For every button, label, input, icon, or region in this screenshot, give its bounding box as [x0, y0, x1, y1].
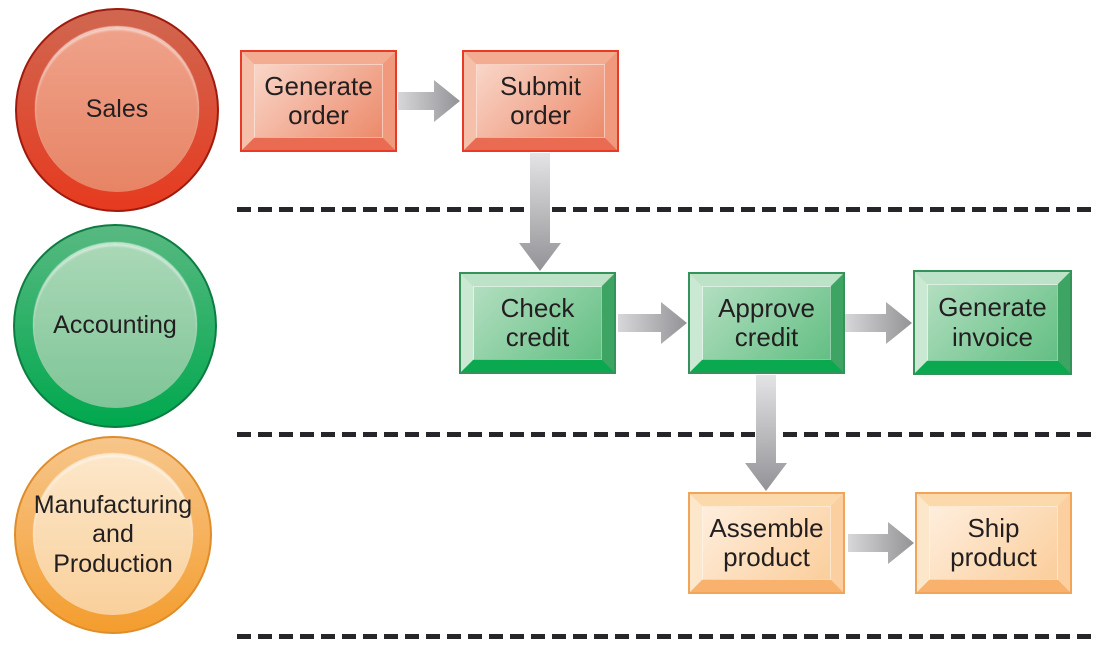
- step-submit-order: Submit order: [462, 50, 619, 152]
- step-bevel: Generate invoice: [915, 272, 1070, 373]
- step-label: Ship product: [950, 512, 1037, 572]
- step-approve-credit: Approve credit: [688, 272, 845, 374]
- lane-circle-ring: Sales: [17, 10, 217, 210]
- lane-label-manufacturing: Manufacturing and Production: [33, 490, 193, 578]
- step-label: Generate invoice: [938, 292, 1047, 352]
- lane-divider-2: [237, 432, 1093, 437]
- step-face: Generate invoice: [928, 285, 1057, 360]
- lane-circle-sales: Sales: [15, 8, 219, 212]
- step-bevel: Approve credit: [690, 274, 843, 372]
- lane-circle-face: Sales: [35, 28, 199, 192]
- lane-label-sales: Sales: [85, 95, 149, 124]
- lane-circle-ring: Accounting: [15, 226, 215, 426]
- step-check-credit: Check credit: [459, 272, 616, 374]
- lane-divider-3: [237, 634, 1093, 639]
- arrow-check-to-approve: [618, 302, 687, 344]
- lane-circle-ring: Manufacturing and Production: [16, 438, 210, 632]
- step-ship-product: Ship product: [915, 492, 1072, 594]
- step-face: Submit order: [477, 65, 604, 137]
- step-face: Ship product: [930, 507, 1057, 579]
- step-bevel: Generate order: [242, 52, 395, 150]
- lane-circle-face: Manufacturing and Production: [33, 455, 193, 615]
- step-face: Assemble product: [703, 507, 830, 579]
- step-label: Generate order: [264, 70, 373, 130]
- lane-circle-accounting: Accounting: [13, 224, 217, 428]
- step-generate-invoice: Generate invoice: [913, 270, 1072, 375]
- lane-label-accounting: Accounting: [53, 311, 177, 340]
- step-bevel: Submit order: [464, 52, 617, 150]
- step-bevel: Check credit: [461, 274, 614, 372]
- step-label: Assemble product: [709, 512, 824, 572]
- step-label: Approve credit: [718, 292, 815, 352]
- step-face: Generate order: [255, 65, 382, 137]
- step-label: Check credit: [500, 292, 575, 352]
- step-bevel: Assemble product: [690, 494, 843, 592]
- arrow-approve-to-assemble: [745, 375, 787, 491]
- arrow-assemble-to-ship: [848, 522, 914, 564]
- lane-circle-manufacturing: Manufacturing and Production: [14, 436, 212, 634]
- lane-circle-face: Accounting: [33, 244, 197, 408]
- step-assemble-product: Assemble product: [688, 492, 845, 594]
- step-face: Approve credit: [703, 287, 830, 359]
- arrow-submit-to-check: [519, 153, 561, 271]
- step-generate-order: Generate order: [240, 50, 397, 152]
- arrow-generate-to-submit: [398, 80, 460, 122]
- arrow-approve-to-invoice: [845, 302, 912, 344]
- lane-divider-1: [237, 207, 1093, 212]
- step-face: Check credit: [474, 287, 601, 359]
- step-bevel: Ship product: [917, 494, 1070, 592]
- step-label: Submit order: [500, 70, 581, 130]
